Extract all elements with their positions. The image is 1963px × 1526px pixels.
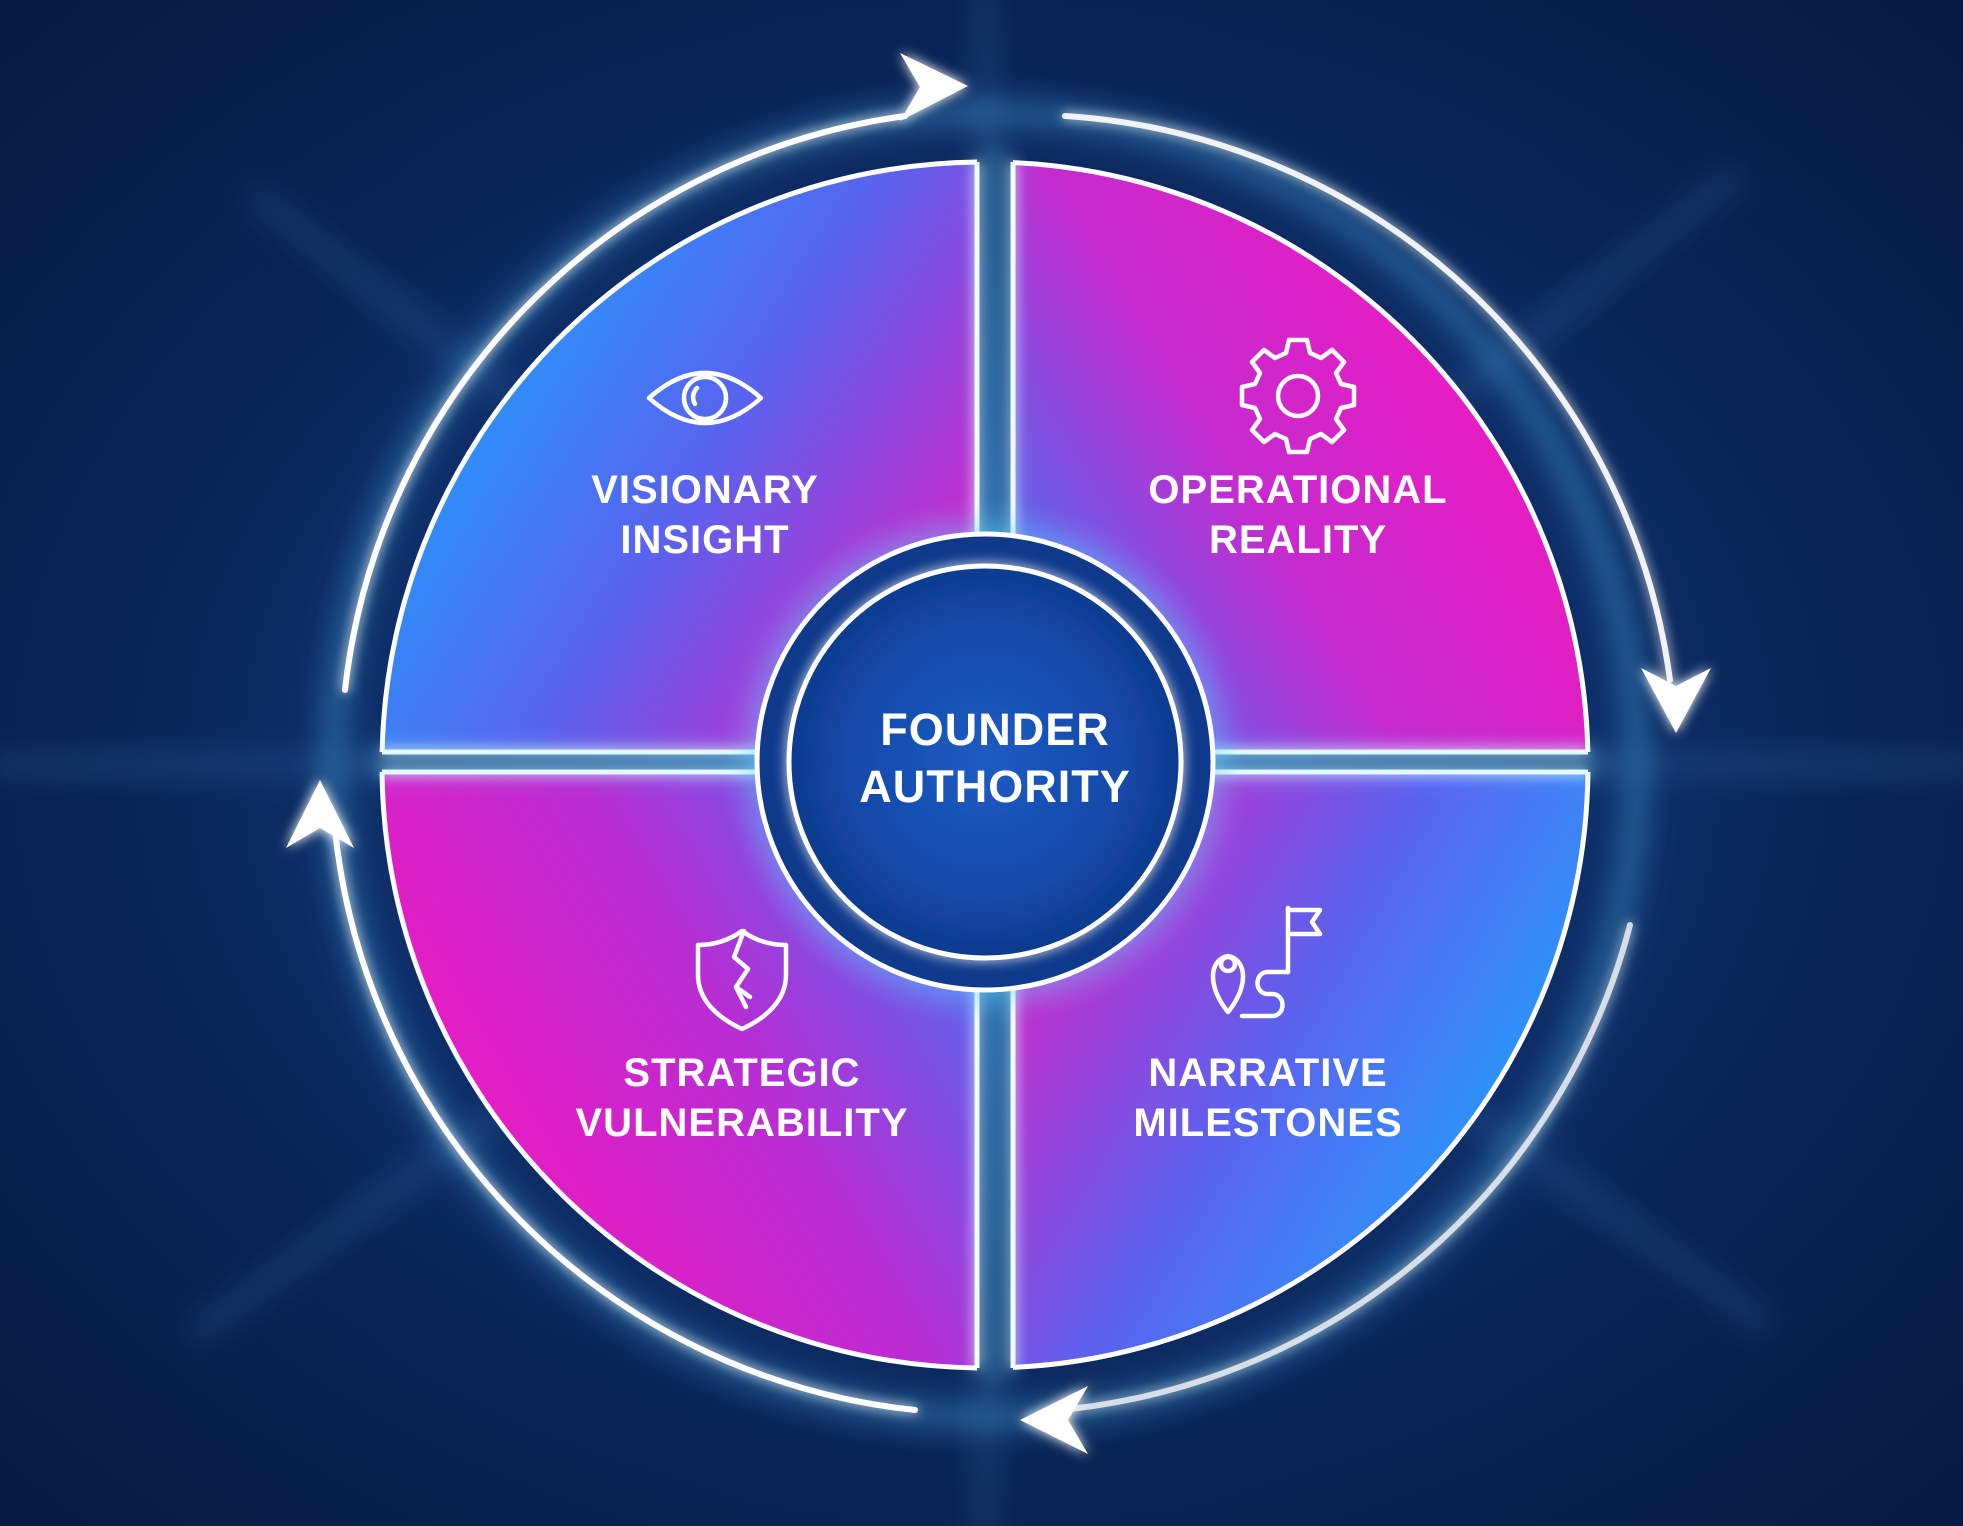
route-flag-icon [1210, 905, 1323, 1019]
center-label-line2: AUTHORITY [859, 761, 1131, 812]
arc-right-to-bottom [1067, 922, 1633, 1412]
label-strategic-line1: STRATEGIC [623, 1051, 860, 1095]
arrowhead-right [1641, 668, 1711, 733]
label-operational-line1: OPERATIONAL [1148, 468, 1447, 512]
quadrant-labels: VISIONARY INSIGHT OPERATIONAL REALITY ST… [576, 468, 1447, 1145]
label-visionary-line1: VISIONARY [591, 468, 819, 512]
ring-glow [320, 100, 1650, 1430]
arrowheads [286, 53, 1711, 1454]
eye-icon [646, 370, 764, 426]
arrowhead-left [286, 780, 354, 848]
label-strategic-line2: VULNERABILITY [576, 1101, 909, 1145]
center-label-line1: FOUNDER [880, 704, 1110, 755]
arc-left-to-top [342, 113, 908, 693]
center-hub: FOUNDER AUTHORITY [745, 522, 1225, 1002]
label-operational-line2: REALITY [1209, 518, 1387, 562]
gear-icon [1239, 337, 1357, 455]
label-narrative-line1: NARRATIVE [1148, 1051, 1387, 1095]
arc-bottom-to-left [332, 827, 918, 1413]
arrowhead-bottom [1020, 1386, 1088, 1454]
cycle-arrows [332, 113, 1673, 1413]
label-narrative-line2: MILESTONES [1133, 1101, 1402, 1145]
arc-top-to-right [1062, 113, 1673, 683]
label-visionary-line2: INSIGHT [620, 518, 789, 562]
arrowhead-top [900, 53, 968, 121]
broken-shield-icon [695, 928, 789, 1032]
